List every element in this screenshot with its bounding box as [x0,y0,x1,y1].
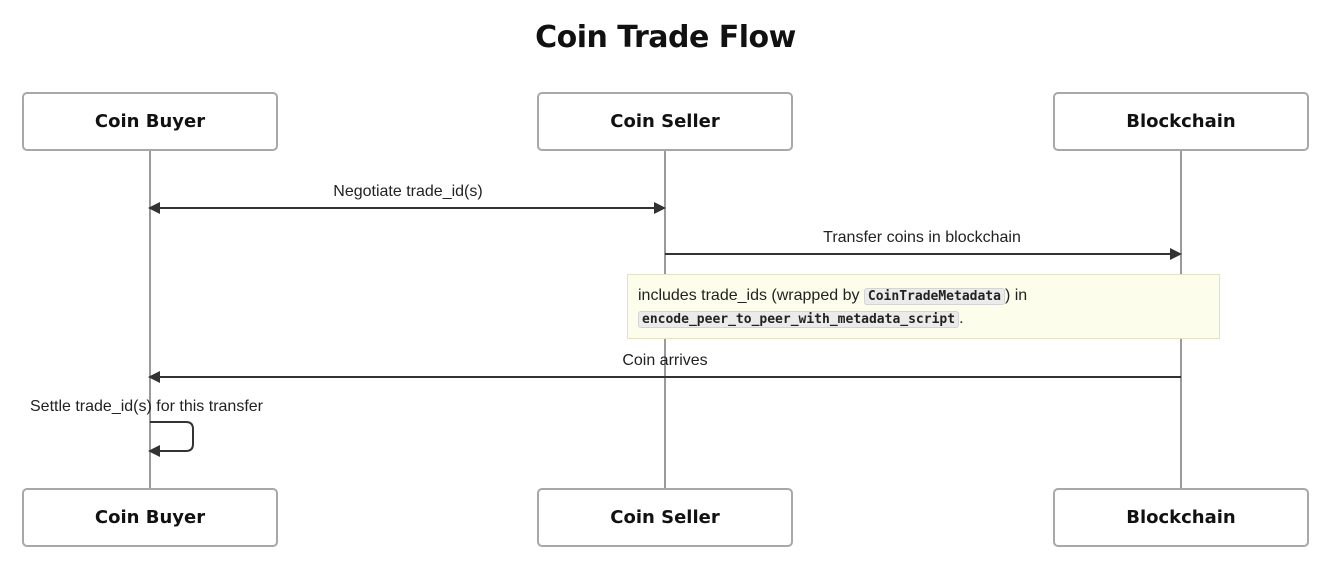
actor-coin-buyer-top: Coin Buyer [22,92,278,151]
lifeline-coin-buyer [149,150,151,488]
label-negotiate: Negotiate trade_id(s) [333,183,483,200]
note-trade-metadata: includes trade_ids (wrapped by CoinTrade… [627,274,1220,339]
note-code-coin-trade-metadata: CoinTradeMetadata [863,288,1005,305]
note-text-middle: ) in [1004,287,1028,304]
arrow-settle-self [148,421,194,457]
arrow-coin-arrives [148,371,1181,383]
actor-coin-seller-bottom: Coin Seller [537,488,793,547]
actor-coin-seller-top: Coin Seller [537,92,793,151]
label-transfer-coins: Transfer coins in blockchain [823,229,1021,246]
note-code-encode-script: encode_peer_to_peer_with_metadata_script [638,311,960,328]
note-text-before: includes trade_ids (wrapped by [638,287,864,304]
label-coin-arrives: Coin arrives [622,352,708,369]
diagram-title: Coin Trade Flow [535,20,796,55]
note-text-after: . [959,310,964,327]
label-settle: Settle trade_id(s) for this transfer [30,398,263,415]
actor-blockchain-top: Blockchain [1053,92,1309,151]
actor-coin-buyer-bottom: Coin Buyer [22,488,278,547]
arrow-negotiate [148,202,666,214]
arrow-transfer-coins [665,248,1182,260]
actor-blockchain-bottom: Blockchain [1053,488,1309,547]
